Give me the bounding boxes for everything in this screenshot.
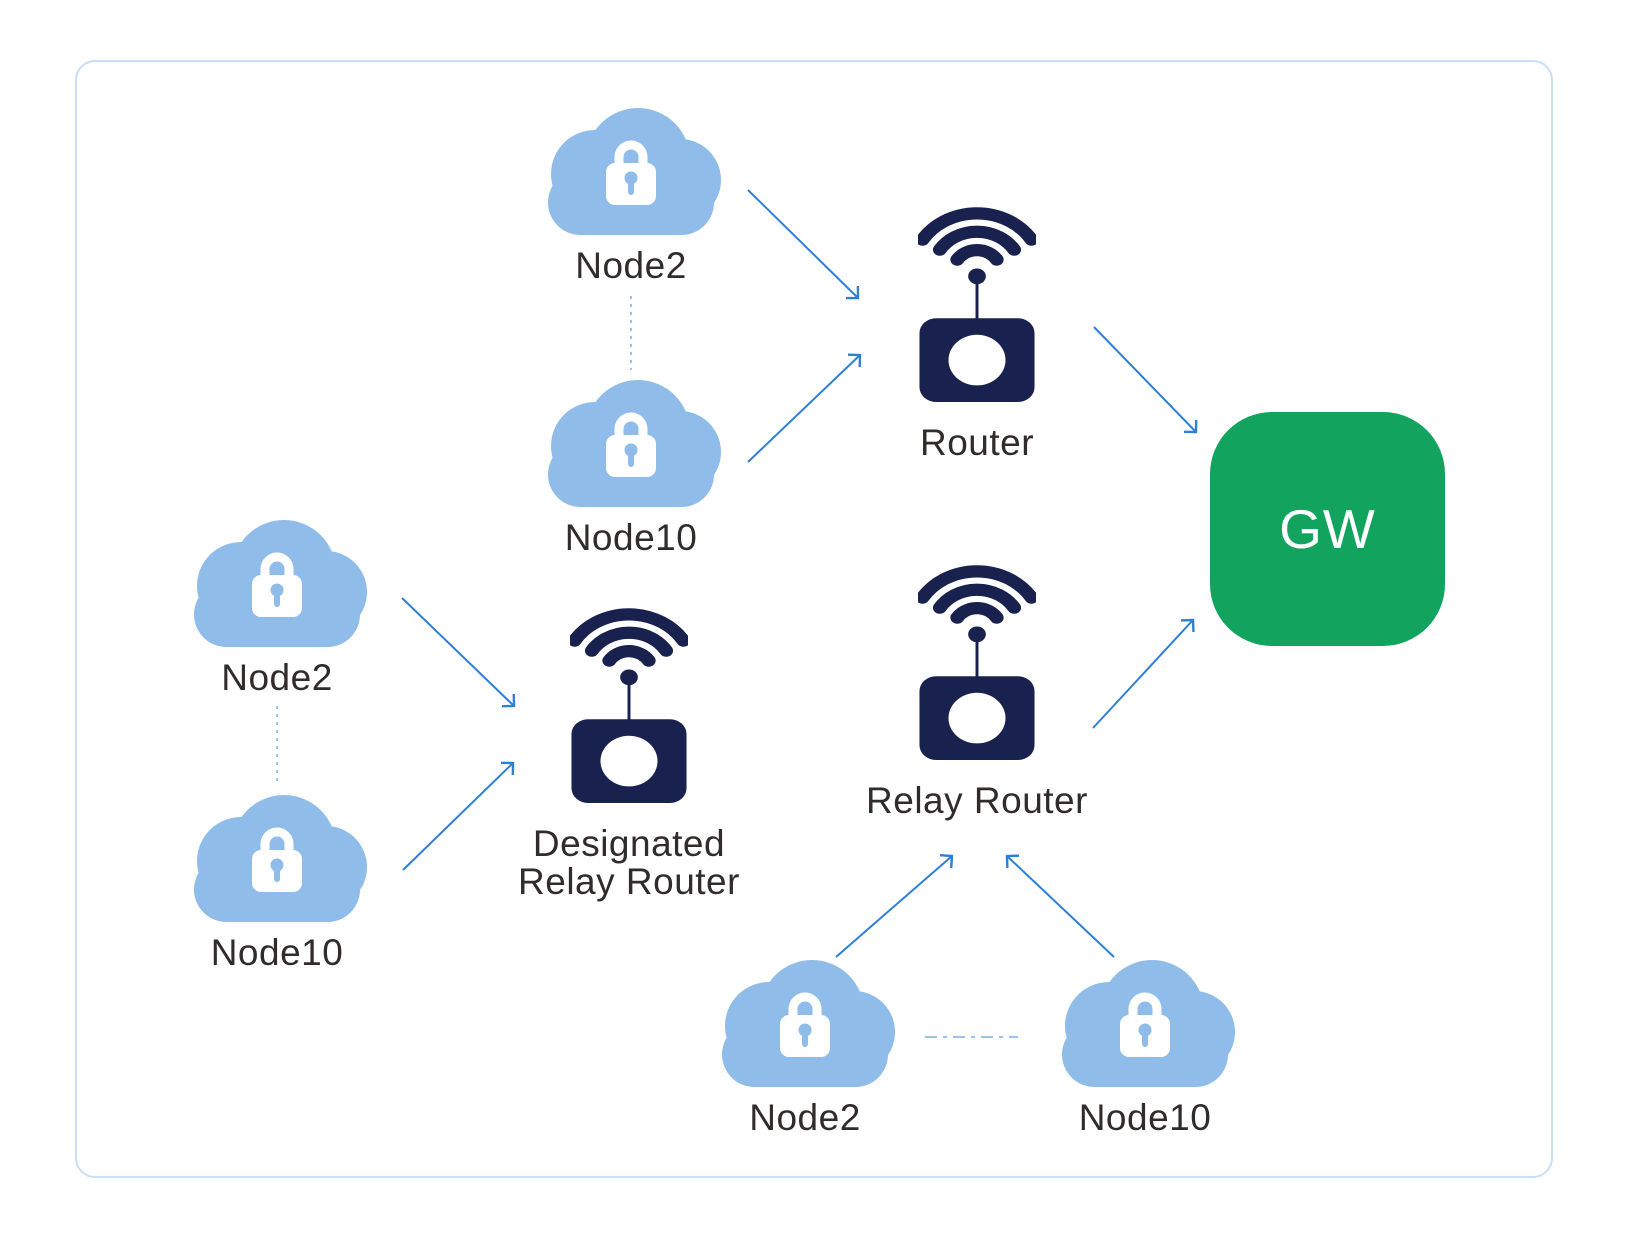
node-bottom-node2: Node2 bbox=[712, 960, 898, 1138]
node-top-node10: Node10 bbox=[538, 380, 724, 558]
edge-router-to-gateway bbox=[1093, 326, 1198, 434]
wifi-router-icon bbox=[918, 554, 1036, 760]
gateway-label: GW bbox=[1279, 498, 1376, 560]
node-designated-relay-router: Designated Relay Router bbox=[518, 597, 739, 901]
cloud-lock-icon bbox=[184, 520, 370, 647]
edge-left-node10-to-drr bbox=[402, 761, 515, 871]
edge-bottom-node10-to-relay-router bbox=[1005, 854, 1115, 958]
node-label: Designated Relay Router bbox=[518, 823, 740, 902]
node-bottom-node10: Node10 bbox=[1052, 960, 1238, 1138]
wifi-router-icon bbox=[570, 597, 688, 803]
edge-top-node2-to-router bbox=[747, 189, 860, 300]
node-left-node2: Node2 bbox=[184, 520, 370, 698]
node-label: Router bbox=[919, 422, 1035, 463]
edge-relay-router-to-gateway bbox=[1092, 618, 1195, 729]
wifi-router-icon bbox=[918, 196, 1036, 402]
node-gateway: GW bbox=[1210, 412, 1445, 646]
node-label: Node2 bbox=[575, 245, 687, 286]
node-label: Node10 bbox=[1078, 1097, 1212, 1138]
node-relay-router: Relay Router bbox=[866, 554, 1087, 820]
cloud-lock-icon bbox=[538, 108, 724, 235]
cloud-lock-icon bbox=[712, 960, 898, 1087]
node-router: Router bbox=[918, 196, 1036, 462]
node-label: Relay Router bbox=[866, 780, 1088, 821]
cloud-lock-icon bbox=[1052, 960, 1238, 1087]
edge-top-node10-to-router bbox=[747, 353, 862, 463]
node-top-node2: Node2 bbox=[538, 108, 724, 286]
cloud-lock-icon bbox=[538, 380, 724, 507]
node-label: Node10 bbox=[564, 517, 698, 558]
node-label: Node10 bbox=[210, 932, 344, 973]
edge-left-node2-to-drr bbox=[401, 597, 516, 708]
node-label: Node2 bbox=[749, 1097, 861, 1138]
node-label: Node2 bbox=[221, 657, 333, 698]
cloud-lock-icon bbox=[184, 795, 370, 922]
edge-bottom-node2-to-relay-router bbox=[835, 853, 954, 958]
node-left-node10: Node10 bbox=[184, 795, 370, 973]
